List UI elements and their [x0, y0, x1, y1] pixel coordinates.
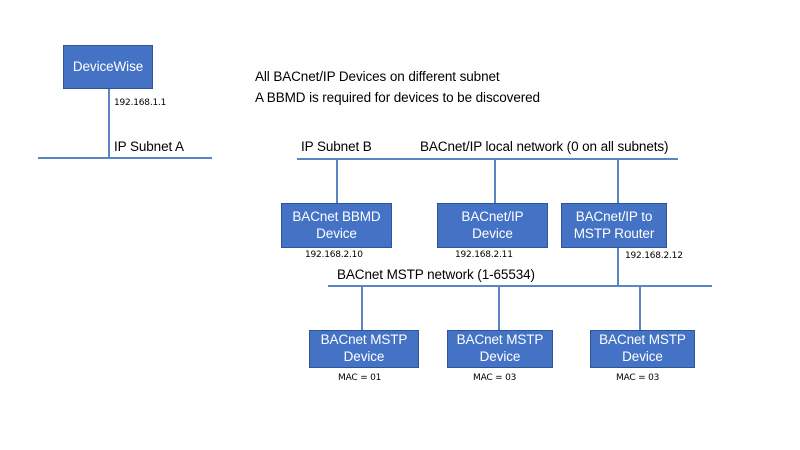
bus-ip-subnet-a — [38, 157, 212, 159]
label-bacnet-ip-local-network: BACnet/IP local network (0 on all subnet… — [420, 139, 669, 154]
annotation-line-2: A BBMD is required for devices to be dis… — [255, 89, 540, 105]
bus-bacnet-mstp-network — [328, 285, 712, 287]
node-bacnet-mstp-device-2[interactable]: BACnet MSTP Device — [447, 330, 553, 368]
node-bacnet-ip-to-mstp-router[interactable]: BACnet/IP to MSTP Router — [561, 203, 667, 248]
connector-mstp-bus-to-device-2 — [498, 285, 500, 330]
connector-mstp-bus-to-device-1 — [361, 285, 363, 330]
node-bacnet-bbmd-device[interactable]: BACnet BBMD Device — [281, 203, 392, 248]
connector-bus-to-bbmd-device — [336, 158, 338, 203]
node-bacnet-mstp-device-1[interactable]: BACnet MSTP Device — [309, 330, 419, 368]
diagram-annotation: All BACnet/IP Devices on different subne… — [255, 67, 540, 109]
connector-bus-to-ip-device — [494, 158, 496, 203]
address-bacnet-mstp-device-2: MAC = 03 — [473, 373, 517, 383]
node-devicewise[interactable]: DeviceWise — [63, 45, 153, 89]
connector-devicewise-to-subnet-a — [108, 89, 110, 157]
address-bacnet-mstp-device-3: MAC = 03 — [616, 373, 660, 383]
address-bacnet-mstp-device-1: MAC = 01 — [338, 373, 382, 383]
label-ip-subnet-b: IP Subnet B — [301, 139, 372, 154]
bus-bacnet-ip-local-network — [297, 158, 678, 160]
connector-router-to-mstp-bus — [617, 248, 619, 286]
label-bacnet-mstp-network: BACnet MSTP network (1-65534) — [337, 267, 535, 282]
connector-mstp-bus-to-device-3 — [639, 285, 641, 330]
connector-bus-to-mstp-router — [617, 158, 619, 203]
annotation-line-1: All BACnet/IP Devices on different subne… — [255, 69, 500, 84]
node-bacnet-mstp-device-3[interactable]: BACnet MSTP Device — [590, 330, 695, 368]
label-ip-subnet-a: IP Subnet A — [114, 139, 184, 154]
node-bacnet-ip-device[interactable]: BACnet/IP Device — [437, 203, 548, 248]
address-bacnet-ip-to-mstp-router: 192.168.2.12 — [625, 251, 683, 261]
address-bacnet-ip-device: 192.168.2.11 — [455, 250, 513, 260]
address-bacnet-bbmd-device: 192.168.2.10 — [305, 250, 363, 260]
address-devicewise: 192.168.1.1 — [114, 98, 167, 108]
